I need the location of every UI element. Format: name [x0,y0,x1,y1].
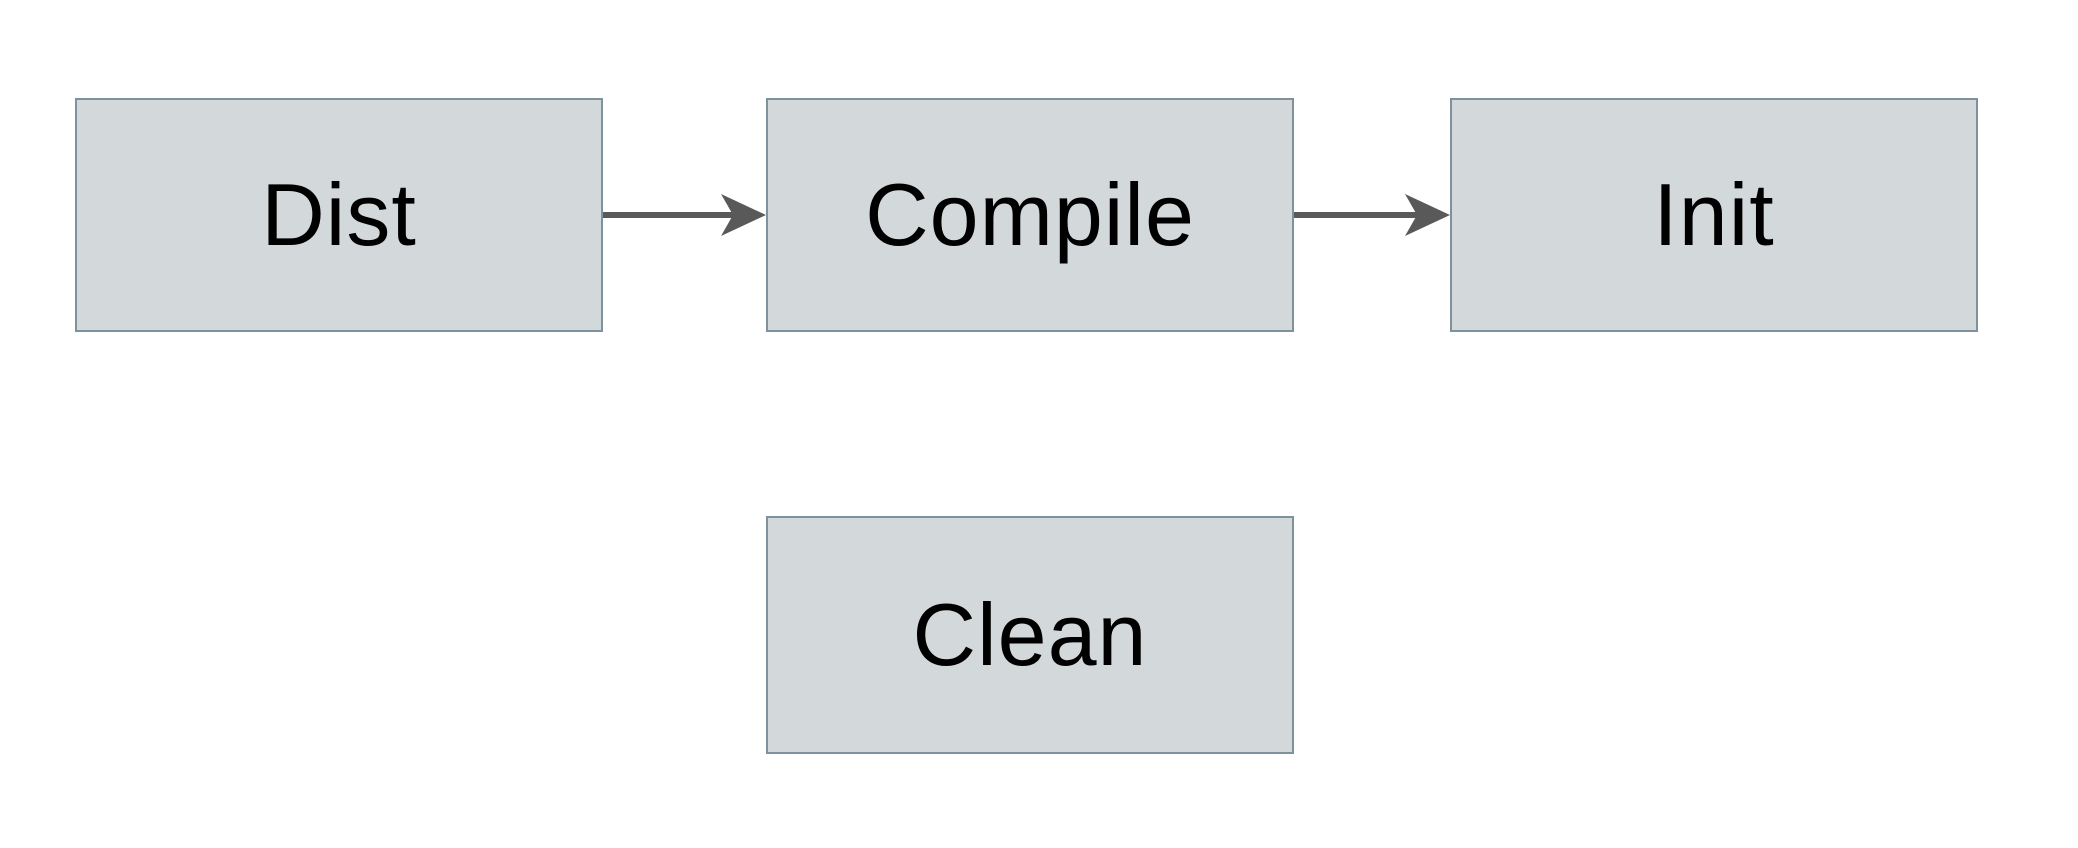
node-init-label: Init [1653,165,1775,264]
node-dist-label: Dist [261,165,417,264]
node-clean-label: Clean [912,585,1148,684]
node-dist[interactable]: Dist [75,98,603,332]
node-compile-label: Compile [865,165,1195,264]
node-compile[interactable]: Compile [766,98,1294,332]
arrow-compile-to-init-icon [1294,194,1450,236]
node-init[interactable]: Init [1450,98,1978,332]
arrow-dist-to-compile-icon [603,194,766,236]
node-clean[interactable]: Clean [766,516,1294,754]
